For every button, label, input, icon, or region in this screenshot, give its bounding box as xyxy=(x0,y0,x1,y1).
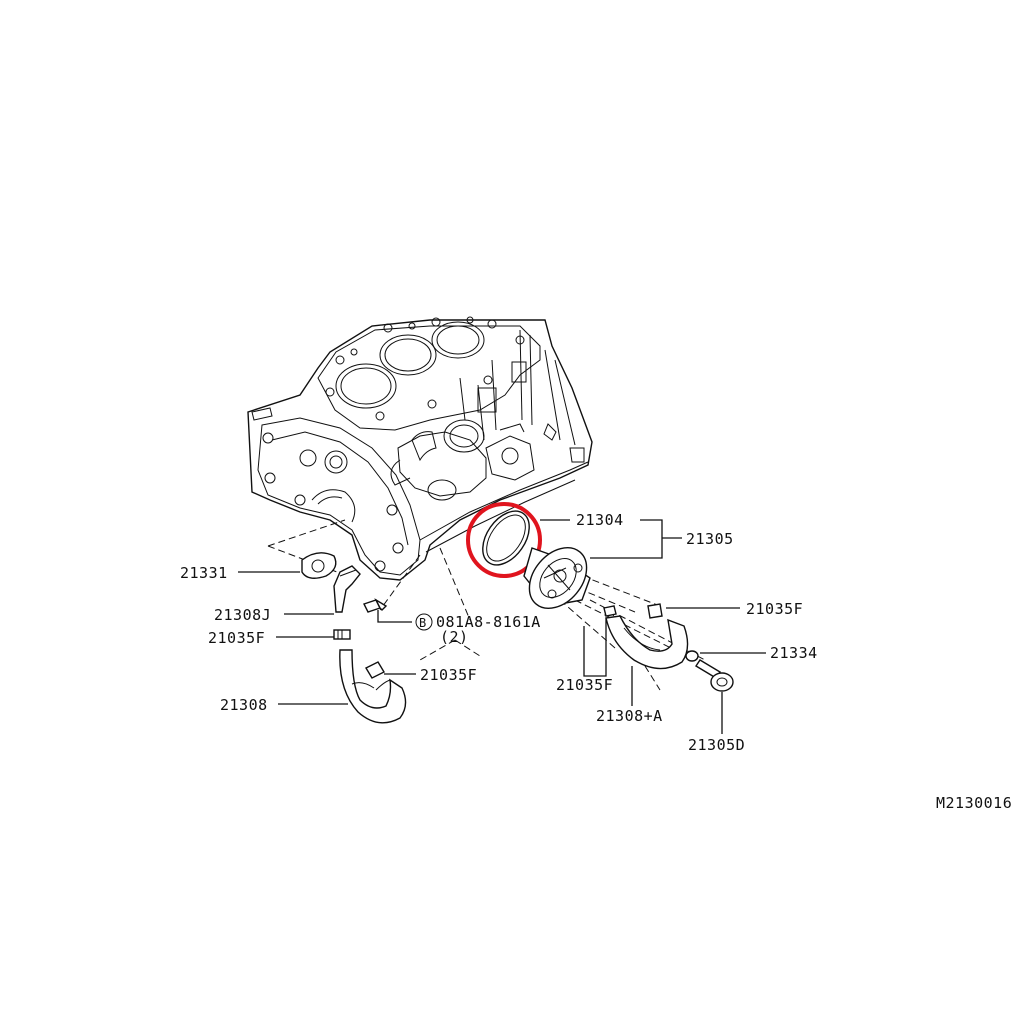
callout-081A8-qty: (2) xyxy=(440,628,469,646)
b-symbol-circle xyxy=(415,613,433,631)
clamp-21035F-right-top[interactable] xyxy=(647,603,663,619)
callout-21304: 21304 xyxy=(576,511,624,529)
figure-code: M2130016 xyxy=(936,794,1012,812)
highlight-circle xyxy=(466,502,542,578)
gasket-21331[interactable] xyxy=(301,552,337,579)
callout-21305D: 21305D xyxy=(688,736,745,754)
clamp-21035F-mid[interactable] xyxy=(365,661,385,679)
callout-21035F-left: 21035F xyxy=(208,629,265,647)
clamp-21035F-right-low[interactable] xyxy=(603,605,617,617)
callout-081A8-symbol: B xyxy=(419,616,427,630)
callout-21035F-mid: 21035F xyxy=(420,666,477,684)
bolt-081A8-8161A[interactable] xyxy=(363,598,388,613)
callout-081A8-8161A: 081A8-8161A xyxy=(436,613,541,631)
elbow-21308J[interactable] xyxy=(333,565,361,613)
clamp-21035F-left[interactable] xyxy=(333,629,351,640)
oil-cooler-21305[interactable] xyxy=(518,537,598,620)
engine-block-drawing xyxy=(247,316,593,581)
hose-21308[interactable] xyxy=(339,649,407,724)
oring-21304[interactable] xyxy=(473,503,539,574)
callout-21334: 21334 xyxy=(770,644,818,662)
washer-21334[interactable] xyxy=(685,650,699,662)
callout-21035F-right-low: 21035F xyxy=(556,676,613,694)
callout-21035F-right-top: 21035F xyxy=(746,600,803,618)
callout-21308A: 21308+A xyxy=(596,707,663,725)
callout-21331: 21331 xyxy=(180,564,228,582)
callout-21308: 21308 xyxy=(220,696,268,714)
bolt-21305D[interactable] xyxy=(695,659,734,692)
leader-lines xyxy=(238,519,766,734)
hose-21308A[interactable] xyxy=(605,615,689,670)
callout-21305: 21305 xyxy=(686,530,734,548)
callout-21308J: 21308J xyxy=(214,606,271,624)
